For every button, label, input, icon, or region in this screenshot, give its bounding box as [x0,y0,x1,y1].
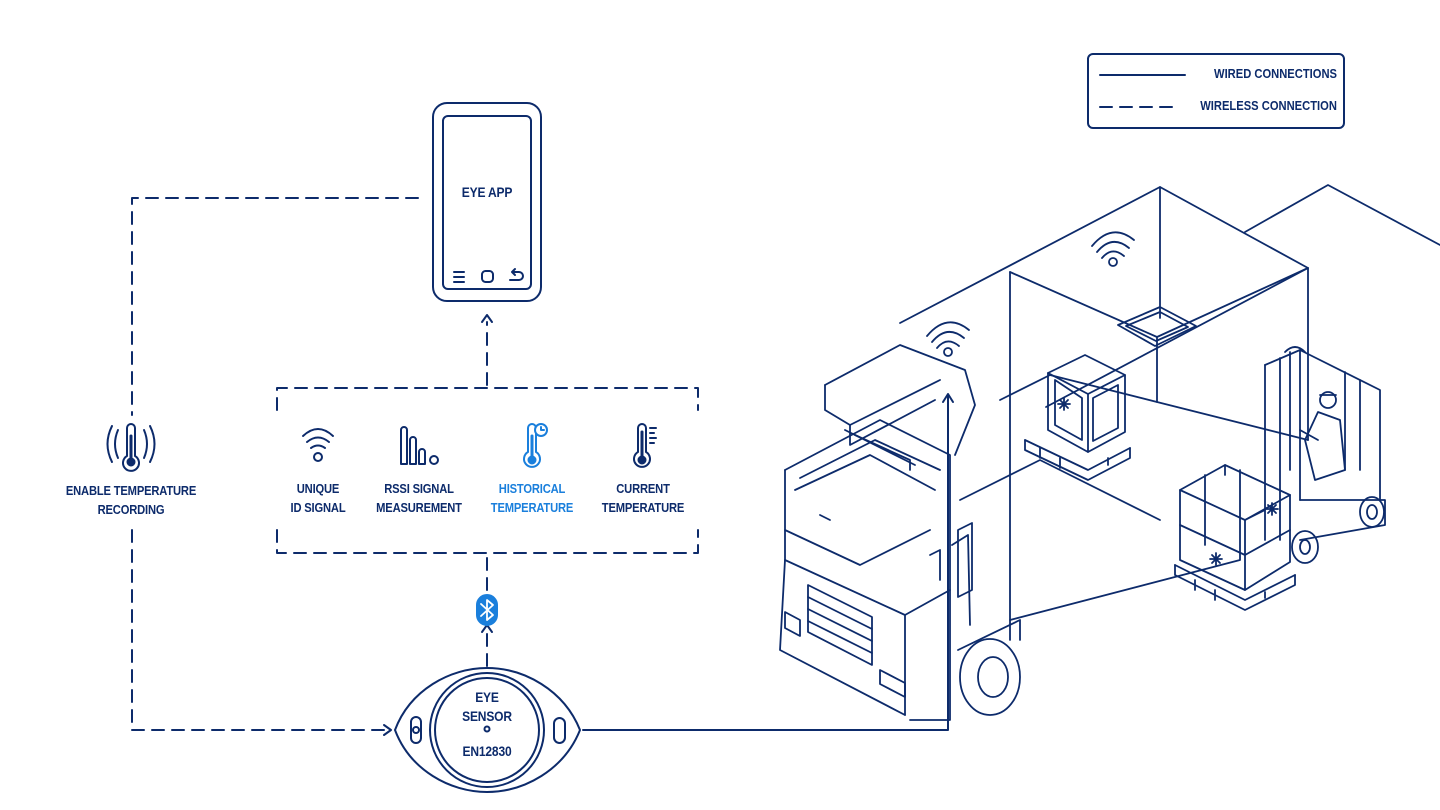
eye-sensor-device [394,667,581,793]
legend-wired-label: WIRED CONNECTIONS [1214,66,1337,81]
feature-current-label: CURRENT TEMPERATURE [591,479,694,517]
sensor-line2: SENSOR [462,708,512,724]
feature-historical-line1: HISTORICAL [498,481,566,496]
wireless-connections [131,197,699,731]
signal-bars-icon [400,426,439,465]
menu-icon [453,271,465,283]
sensor-led [483,725,491,733]
wifi-signal-icon [302,428,334,462]
feature-current-line1: CURRENT [616,481,670,496]
phone-device [432,102,542,302]
left-action-line1: ENABLE TEMPERATURE [65,483,197,498]
feature-current-line2: TEMPERATURE [601,500,685,515]
feature-rssi-label: RSSI SIGNAL MEASUREMENT [367,479,470,517]
feature-historical-label: HISTORICAL TEMPERATURE [480,479,583,517]
home-icon [481,270,494,283]
phone-left-wireless-line [131,197,419,416]
feature-unique-id-line1: UNIQUE [296,481,340,496]
thermometer-icon [633,423,657,468]
sensor-outer [394,667,581,793]
refrigerated-truck-illustration [779,184,1440,721]
left-sensor-wireless-line [131,529,386,731]
feature-unique-id-line2: ID SIGNAL [290,500,346,515]
sensor-name-label: EYE SENSOR [444,688,530,726]
phone-body [432,102,542,302]
feature-box-top [276,387,699,411]
sensor-ring [429,672,545,788]
arrowheads [383,314,493,736]
phone-app-label: EYE APP [461,184,513,200]
legend-wireless-label: WIRELESS CONNECTION [1200,98,1337,113]
feature-rssi-line2: MEASUREMENT [376,500,462,515]
temperature-wireless-icon [106,423,156,472]
sensor-standard-label: EN12830 [462,743,512,759]
legend-lines [1099,74,1186,108]
sensor-face [434,677,540,783]
phone-screen [442,115,532,290]
thermometer-clock-icon [523,423,548,468]
left-action-label: ENABLE TEMPERATURE RECORDING [54,481,209,519]
feature-rssi-line1: RSSI SIGNAL [384,481,454,496]
sensor-line1: EYE [475,689,499,705]
bluetooth-icon [476,594,498,626]
sensor-mount-hole-left [410,716,422,744]
feature-box-bottom [276,529,699,554]
sensor-mount-hole-right [553,717,566,744]
left-action-line2: RECORDING [97,502,165,517]
wired-connection [582,393,954,731]
feature-unique-id-label: UNIQUE ID SIGNAL [275,479,361,517]
feature-historical-line2: TEMPERATURE [490,500,574,515]
legend-box [1087,53,1345,129]
back-icon [509,268,524,281]
